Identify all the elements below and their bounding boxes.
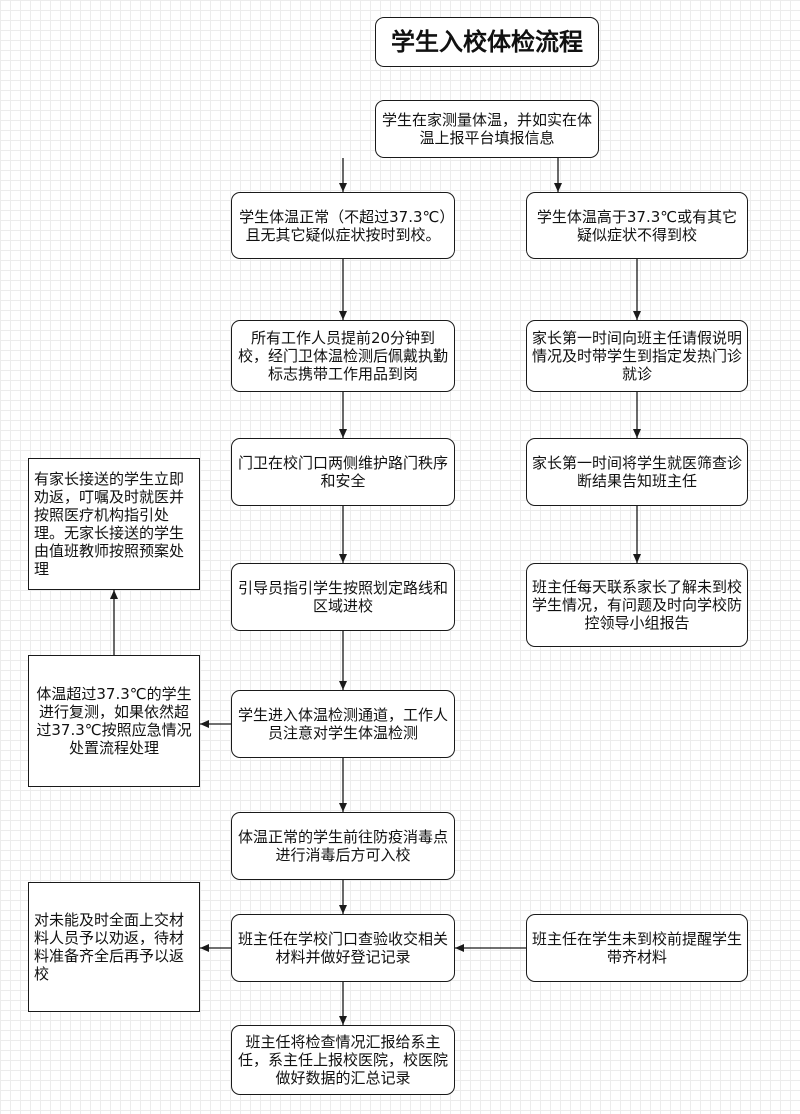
step-incomplete-materials-return: 对未能及时全面上交材料人员予以劝返，待材料准备齐全后再予以返校 <box>28 882 200 1012</box>
step-home-temperature: 学生在家测量体温，并如实在体温上报平台填报信息 <box>375 100 599 158</box>
step-parent-request-leave: 家长第一时间向班主任请假说明情况及时带学生到指定发热门诊就诊 <box>526 320 748 392</box>
step-parent-report-diagnosis: 家长第一时间将学生就医筛查诊断结果告知班主任 <box>526 438 748 506</box>
step-temperature-channel-check: 学生进入体温检测通道，工作人员注意对学生体温检测 <box>231 690 455 758</box>
page-title: 学生入校体检流程 <box>375 17 599 67</box>
step-staff-arrive-early: 所有工作人员提前20分钟到校，经门卫体温检测后佩戴执勤标志携带工作用品到岗 <box>231 320 455 392</box>
step-temperature-normal: 学生体温正常（不超过37.3℃）且无其它疑似症状按时到校。 <box>231 192 455 259</box>
step-disinfection-point: 体温正常的学生前往防疫消毒点进行消毒后方可入校 <box>231 812 455 880</box>
step-check-materials: 班主任在学校门口查验收交相关材料并做好登记记录 <box>231 914 455 982</box>
step-temperature-high: 学生体温高于37.3℃或有其它疑似症状不得到校 <box>526 192 748 259</box>
step-remind-bring-materials: 班主任在学生未到校前提醒学生带齐材料 <box>526 914 748 982</box>
step-parent-pickup-handling: 有家长接送的学生立即劝返，叮嘱及时就医并按照医疗机构指引处理。无家长接送的学生由… <box>28 458 200 590</box>
step-final-report-summary: 班主任将检查情况汇报给系主任，系主任上报校医院，校医院做好数据的汇总记录 <box>231 1025 455 1095</box>
step-guide-students-route: 引导员指引学生按照划定路线和区域进校 <box>231 563 455 631</box>
step-recheck-temperature: 体温超过37.3℃的学生进行复测，如果依然超过37.3℃按照应急情况处置流程处理 <box>28 655 200 787</box>
step-daily-contact-parents: 班主任每天联系家长了解未到校学生情况，有问题及时向学校防控领导小组报告 <box>526 563 748 647</box>
step-guard-keep-order: 门卫在校门口两侧维护路门秩序和安全 <box>231 438 455 506</box>
